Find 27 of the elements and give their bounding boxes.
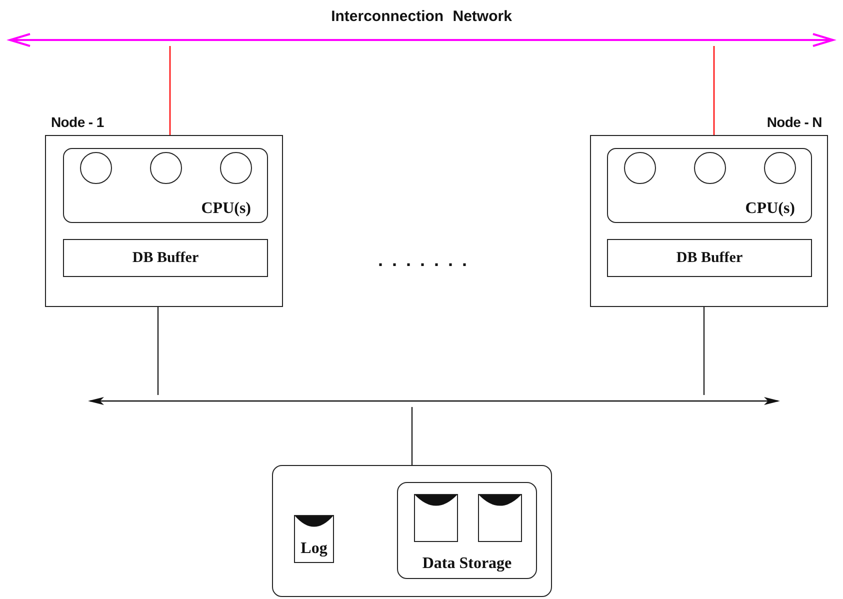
buffer-label: DB Buffer [132,250,199,266]
cpu-panel [607,148,812,223]
connector-line [157,307,159,395]
buffer-box [607,239,812,277]
cpu-panel [63,148,268,223]
connector-line [713,46,715,135]
network-label: Interconnection Network [331,8,512,25]
storage-label: Data Storage [422,555,512,573]
cpu-circle [220,152,252,184]
disk-label: Log [300,540,328,558]
cpu-circle [80,152,112,184]
cpu-label: CPU(s) [201,200,251,218]
buffer-box [63,239,268,277]
buffer-label: DB Buffer [676,250,743,266]
connector-line [703,307,705,395]
cpu-label: CPU(s) [745,200,795,218]
node-title: Node - 1 [51,114,104,130]
node-title: Node - N [766,114,822,130]
cpu-circle [624,152,656,184]
connector-line [169,46,171,135]
cpu-circle [694,152,726,184]
ellipsis-dots: . . . . . . . [378,250,470,271]
storage-group-box [397,482,537,579]
connector-line [411,407,413,465]
storage-box [272,465,552,597]
cpu-circle [764,152,796,184]
cpu-circle [150,152,182,184]
